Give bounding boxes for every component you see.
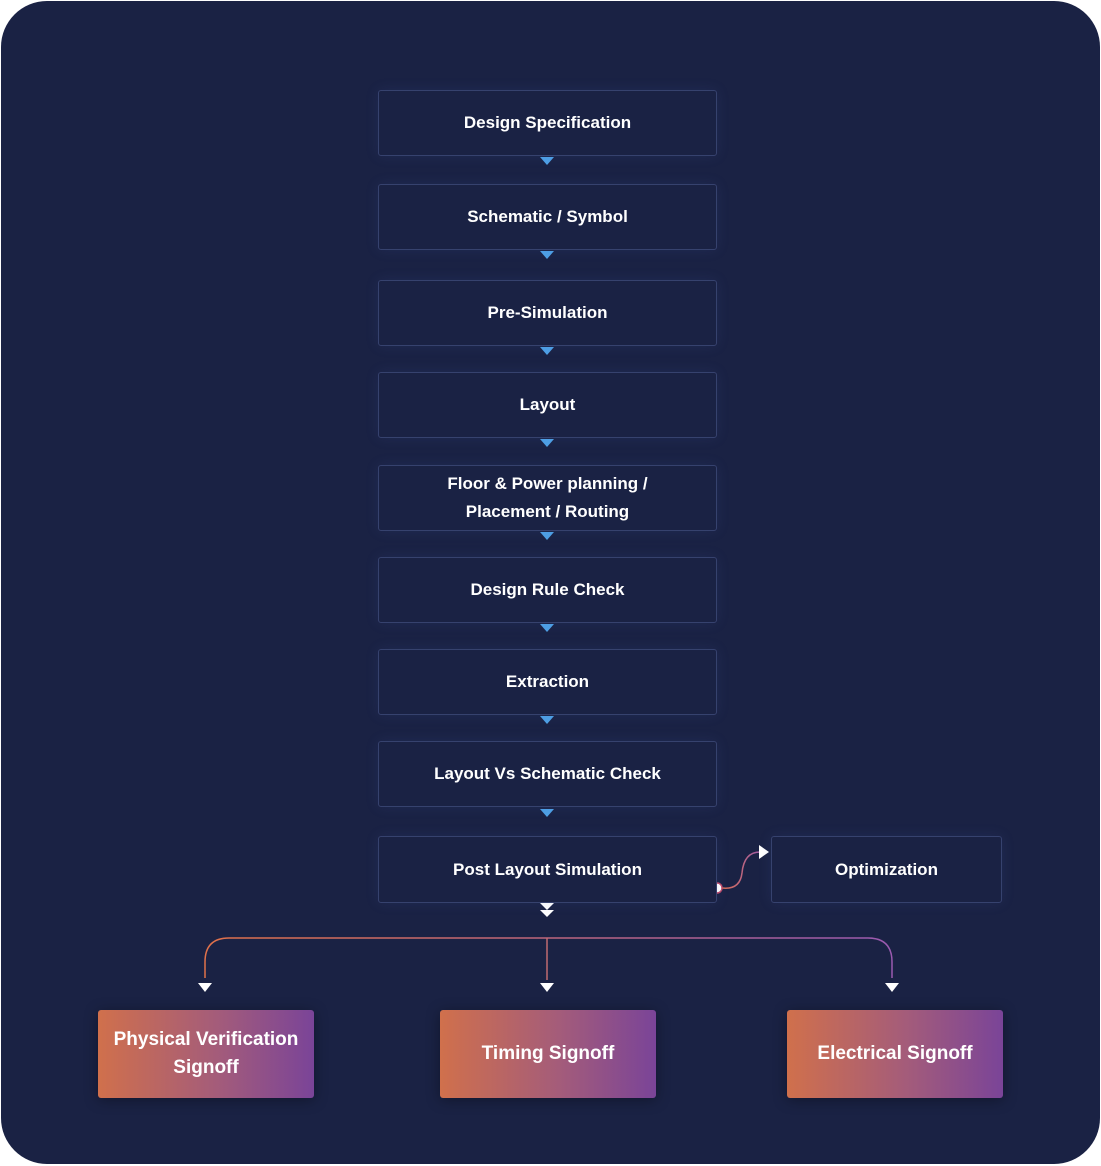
signoff-line: Physical Verification xyxy=(113,1029,299,1050)
signoff-line: Electrical Signoff xyxy=(817,1043,973,1064)
flow-arrow-2 xyxy=(540,251,554,259)
branch-line xyxy=(204,937,893,978)
signoff-label: Electrical Signoff xyxy=(817,1040,972,1068)
flow-step-line: Post Layout Simulation xyxy=(453,859,642,879)
flow-arrow-8 xyxy=(540,809,554,817)
optimization-connector xyxy=(721,851,761,889)
flow-step: Extraction xyxy=(378,649,717,715)
flow-arrow-3 xyxy=(540,347,554,355)
signoff-line: Signoff xyxy=(173,1057,239,1078)
flow-step-label: Floor & Power planning / Placement / Rout… xyxy=(447,470,647,526)
flow-step: Post Layout Simulation xyxy=(378,836,717,903)
flow-step-label: Design Rule Check xyxy=(471,576,625,604)
flow-step-line: Placement / Routing xyxy=(465,502,630,521)
flow-step-label: Layout Vs Schematic Check xyxy=(434,760,661,788)
flow-arrow-5 xyxy=(540,532,554,540)
flow-arrow-7 xyxy=(540,716,554,724)
flow-step: Floor & Power planning / Placement / Rout… xyxy=(378,465,717,531)
flow-arrow-1 xyxy=(540,157,554,165)
branch-arrow-head-top xyxy=(540,903,554,910)
flow-step-line: Layout xyxy=(519,395,576,414)
flow-step-line: Design Rule Check xyxy=(470,580,625,599)
optimization-step: Optimization xyxy=(771,836,1002,903)
optimization-arrow xyxy=(759,845,769,859)
flow-step-line: Pre-Simulation xyxy=(487,303,608,322)
flow-step-line: Schematic / Symbol xyxy=(467,207,628,226)
flow-step-line: Extraction xyxy=(505,672,590,691)
flow-step-line: Layout Vs Schematic Check xyxy=(434,764,661,783)
branch-arrow-head-bottom xyxy=(540,910,554,917)
flow-step-label: Pre-Simulation xyxy=(488,299,608,327)
flow-step-label: Extraction xyxy=(506,668,589,696)
flow-step-label: Post Layout Simulation xyxy=(453,856,642,884)
flow-step-line: Floor & Power planning / xyxy=(447,474,648,493)
optimization-label: Optimization xyxy=(835,859,938,879)
flow-step-line: Design Specification xyxy=(463,113,632,132)
flow-step: Design Specification xyxy=(378,90,717,156)
signoff-arrow-physical xyxy=(198,983,212,992)
flow-step-label: Design Specification xyxy=(464,109,631,137)
flow-step-label: Schematic / Symbol xyxy=(467,203,628,231)
flow-arrow-4 xyxy=(540,439,554,447)
signoff-label: Timing Signoff xyxy=(482,1040,615,1068)
signoff-arrow-electrical xyxy=(885,983,899,992)
flow-step: Layout Vs Schematic Check xyxy=(378,741,717,807)
flow-step: Pre-Simulation xyxy=(378,280,717,346)
signoff-line: Timing Signoff xyxy=(481,1043,615,1064)
timing-signoff: Timing Signoff xyxy=(440,1010,656,1098)
signoff-arrow-timing xyxy=(540,983,554,992)
flow-step: Schematic / Symbol xyxy=(378,184,717,250)
flow-step: Layout xyxy=(378,372,717,438)
flow-step: Design Rule Check xyxy=(378,557,717,623)
flow-step-label: Layout xyxy=(520,391,576,419)
electrical-signoff: Electrical Signoff xyxy=(787,1010,1003,1098)
flow-arrow-6 xyxy=(540,624,554,632)
